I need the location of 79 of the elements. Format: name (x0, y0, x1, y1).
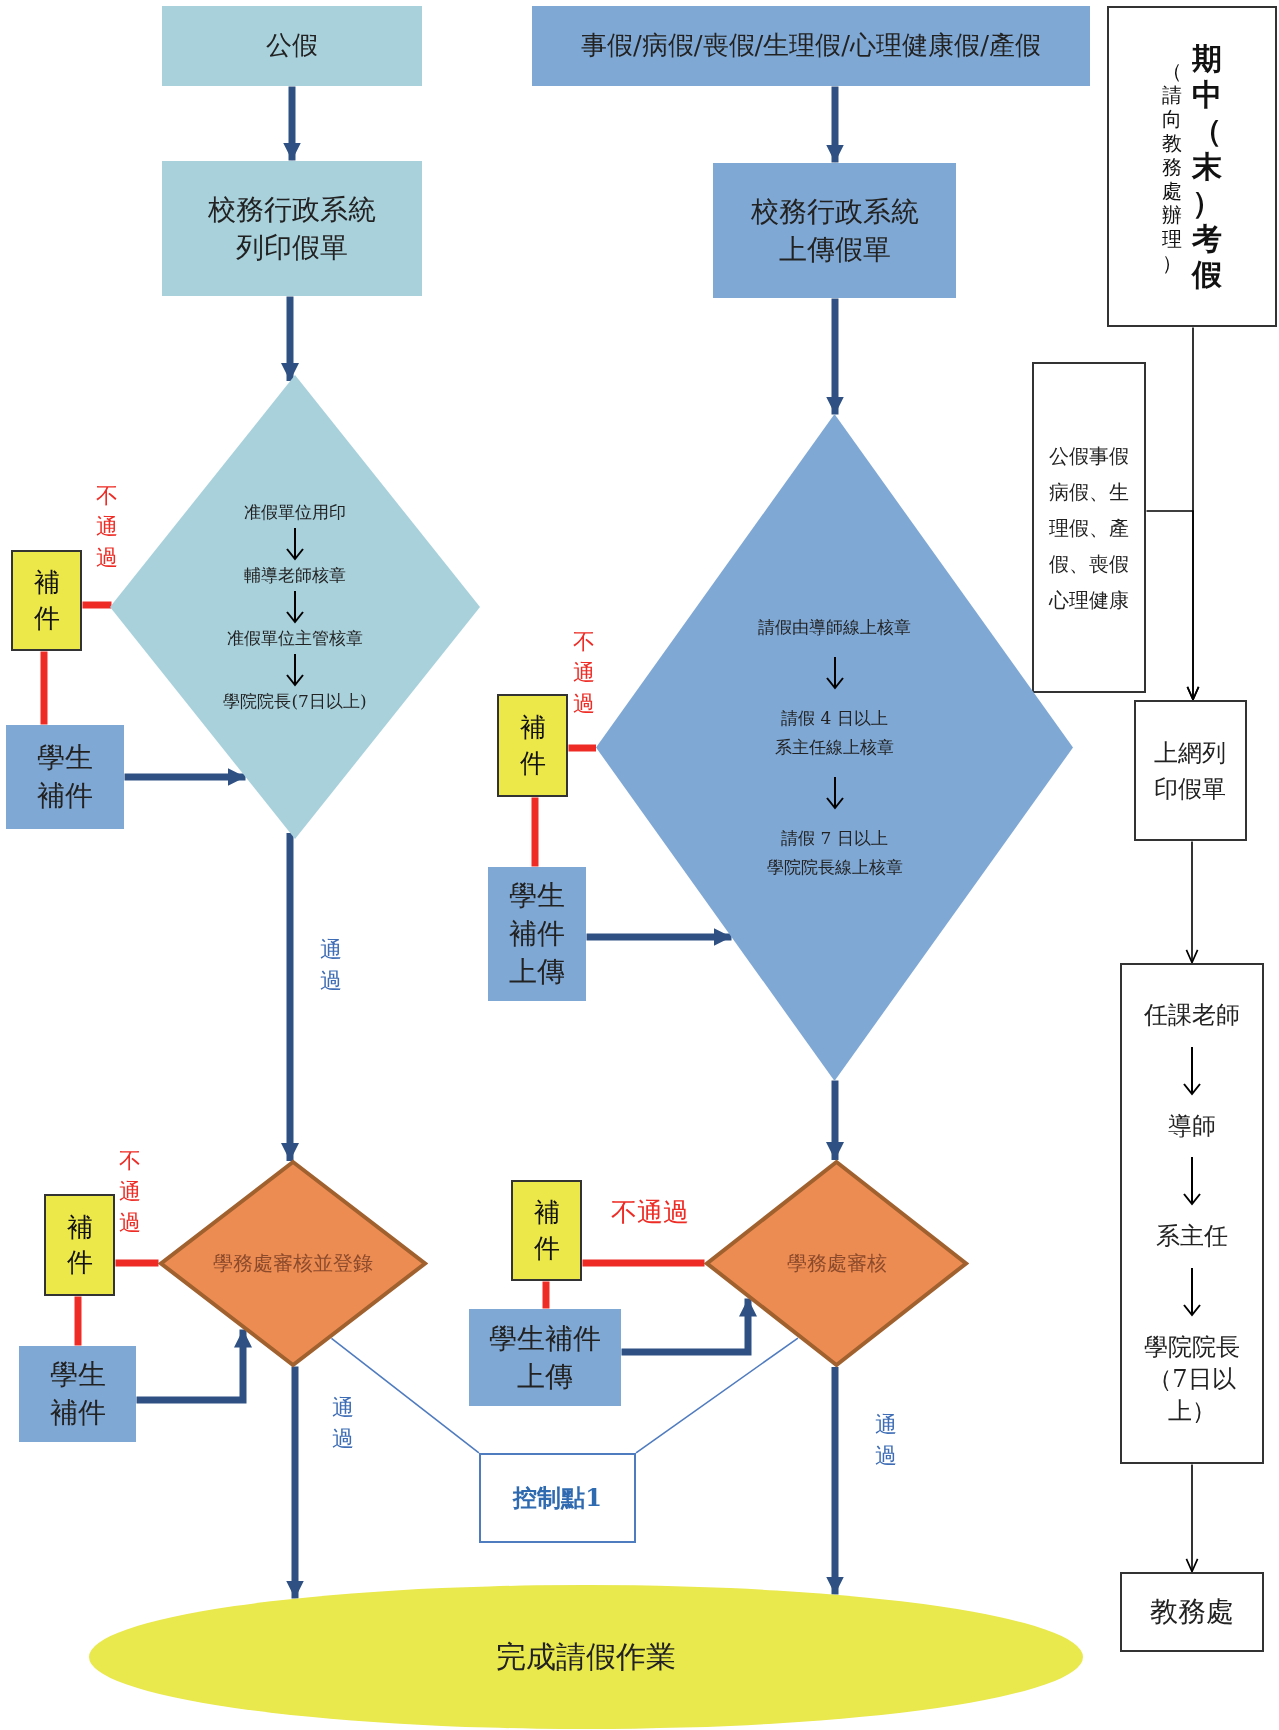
box-text: 公假事假病假、生理假、產假、喪假心理健康 (1048, 442, 1130, 614)
box-text: 學生補件上傳 (508, 878, 566, 990)
step-text: 准假單位主管核章 (227, 627, 363, 650)
decision-diamond (158, 1159, 428, 1368)
process-box (162, 161, 422, 296)
connector-line (568, 744, 596, 752)
process-box (44, 1194, 115, 1296)
box-text: 補件 (532, 1196, 561, 1265)
step-text: 請假 4 日以上 (781, 707, 888, 731)
box-text: 補件 (518, 711, 547, 780)
box-text: 補件 (32, 566, 61, 635)
box-text: 事假/病假/喪假/生理假/心理健康假/產假 (581, 29, 1041, 63)
connector-line (582, 1259, 705, 1267)
step-text: 學務處審核並登錄 (213, 1250, 373, 1277)
arrow (136, 1329, 252, 1404)
box-text: 教務處 (1150, 1594, 1234, 1631)
box-text: 校務行政系統上傳假單 (749, 193, 920, 268)
process-box (511, 1180, 582, 1281)
box-text: 上網列印假單 (1153, 737, 1228, 805)
box-text: 學生補件 (48, 1357, 107, 1431)
arrow (281, 296, 299, 381)
connector-line (115, 1259, 159, 1267)
arrow (124, 768, 246, 786)
connector-line (635, 1337, 799, 1454)
box-text: 期中（末）考假 (1190, 40, 1223, 293)
process-box (469, 1309, 621, 1406)
process-box (19, 1346, 136, 1442)
arrow (283, 86, 301, 161)
arrow (586, 928, 732, 946)
process-box (713, 163, 956, 298)
arrow (826, 1080, 844, 1160)
box-text: 完成請假作業 (496, 1637, 676, 1676)
box-text: 補件 (65, 1210, 94, 1279)
box-text: 控制點1 (513, 1481, 602, 1514)
step-text: 導師 (1168, 1110, 1216, 1142)
box-text: 公假 (266, 29, 318, 63)
connector-line (542, 1281, 550, 1309)
step-text: 請假由導師線上核章 (758, 616, 911, 640)
box-text: （請向教務處辦理） (1161, 58, 1183, 275)
step-text: 系主任 (1156, 1221, 1228, 1253)
box-text: 學生補件上傳 (488, 1320, 602, 1395)
note-box (1107, 6, 1277, 327)
arrow (621, 1298, 757, 1356)
note-box (1032, 362, 1146, 693)
step-text: 系主任線上核章 (775, 736, 894, 759)
connector-line (74, 1296, 82, 1346)
step-text: 任課老師 (1144, 1000, 1240, 1032)
connector-line (531, 797, 539, 867)
arrow (826, 86, 844, 163)
step-text: 學院院長線上核章 (766, 855, 903, 879)
process-box (479, 1453, 636, 1543)
box-text: 學生補件 (36, 740, 94, 814)
arrow (826, 298, 844, 415)
step-text: 學院院長（7日以上） (1143, 1331, 1241, 1428)
decision-diamond (704, 1159, 969, 1368)
step-text: 輔導老師核章 (244, 564, 346, 587)
connector-line (82, 601, 112, 609)
note-box (1134, 700, 1247, 841)
process-box (1120, 963, 1264, 1464)
step-text: 請假 7 日以上 (781, 826, 888, 850)
process-box (497, 694, 568, 797)
arrow (826, 1367, 844, 1595)
step-text: 學務處審核 (786, 1250, 887, 1277)
step-text: 學院院長(7日以上) (223, 689, 367, 713)
box-text: 校務行政系統列印假單 (207, 191, 377, 266)
process-box (6, 725, 124, 829)
connector-line (330, 1337, 480, 1454)
process-box (162, 6, 422, 86)
process-box (532, 6, 1090, 86)
arrow (1185, 840, 1199, 964)
arrow (286, 1366, 304, 1599)
arrow (1185, 1463, 1199, 1573)
process-box (488, 867, 586, 1001)
arrow (281, 833, 299, 1161)
step-text: 准假單位用印 (244, 501, 346, 525)
connector-line (40, 651, 48, 725)
process-box (11, 550, 82, 651)
process-box (1120, 1572, 1264, 1652)
arrow (1145, 510, 1200, 701)
